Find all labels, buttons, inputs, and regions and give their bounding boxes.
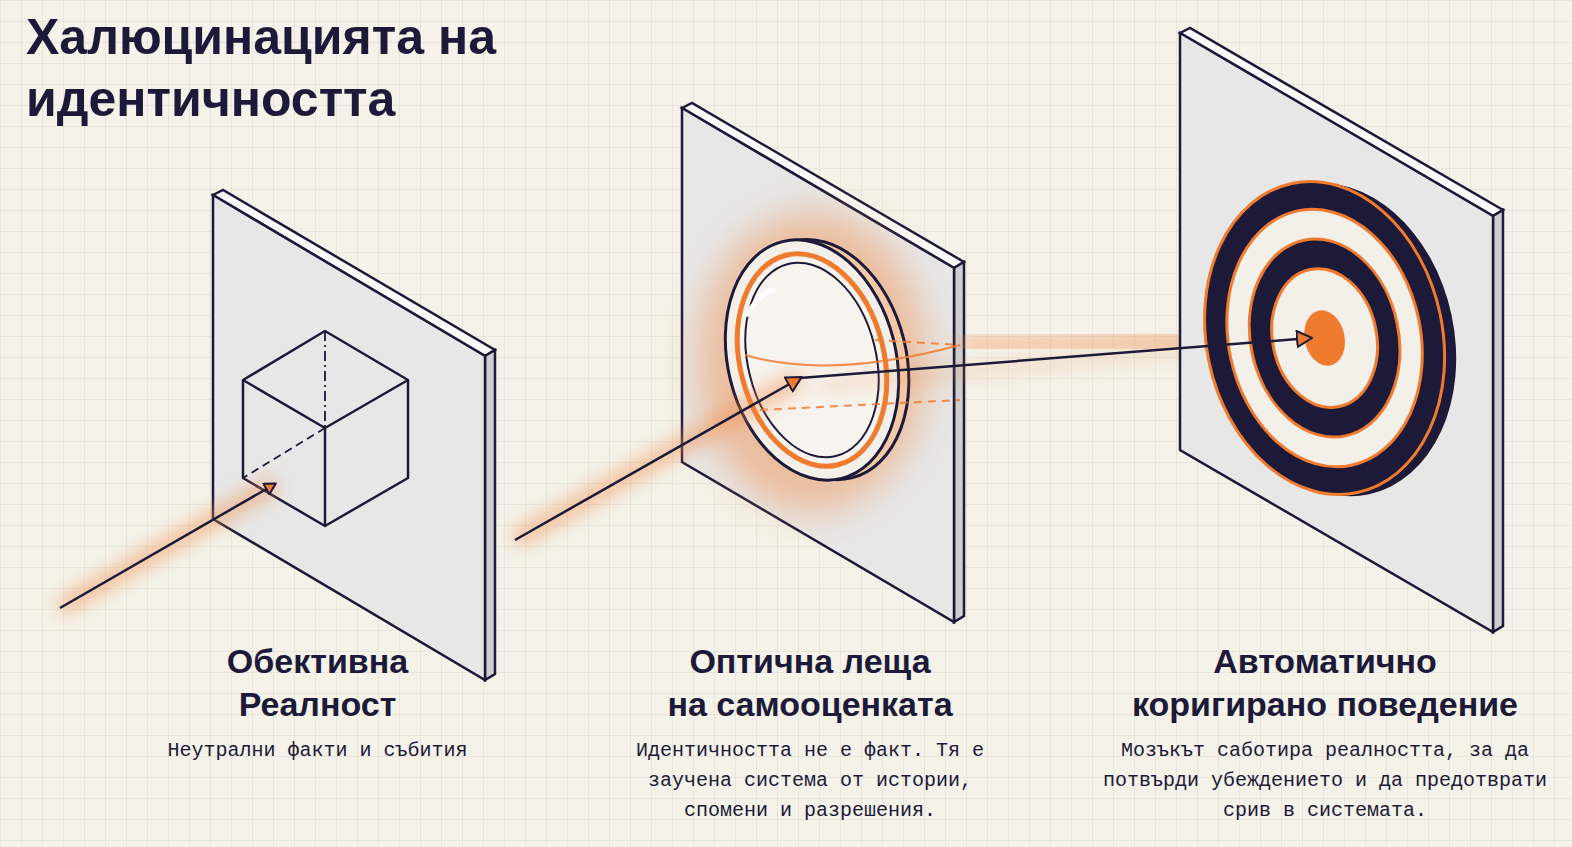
lens: [701, 219, 933, 501]
arrow-connector: [515, 378, 800, 540]
text-block: Обективна РеалностНеутрални факти и съби…: [120, 640, 515, 766]
panel-node: Автоматично коригирано поведениеМозъкът …: [1090, 25, 1560, 832]
node-heading: Обективна Реалност: [188, 640, 448, 726]
panel: [682, 103, 964, 622]
node-description: Идентичността не е факт. Тя е заучена си…: [600, 736, 1020, 826]
arrow-connector: [800, 338, 1310, 378]
target: [1176, 157, 1484, 521]
diagram-title: Халюцинацията на идентичността: [26, 6, 586, 130]
node-heading: Автоматично коригирано поведение: [1105, 640, 1545, 726]
node-description: Мозъкът саботира реалността, за да потвъ…: [1095, 736, 1555, 826]
node-description: Неутрални факти и събития: [128, 736, 508, 766]
panel-node: Оптична леща на самооценкатаИдентичностт…: [590, 100, 1030, 832]
text-block: Оптична леща на самооценкатаИдентичностт…: [590, 640, 1030, 826]
panel: [1180, 28, 1503, 632]
panel-node: Обективна РеалностНеутрални факти и съби…: [120, 185, 515, 772]
panel: [213, 190, 495, 680]
node-heading: Оптична леща на самооценката: [645, 640, 975, 726]
text-block: Автоматично коригирано поведениеМозъкът …: [1090, 640, 1560, 826]
